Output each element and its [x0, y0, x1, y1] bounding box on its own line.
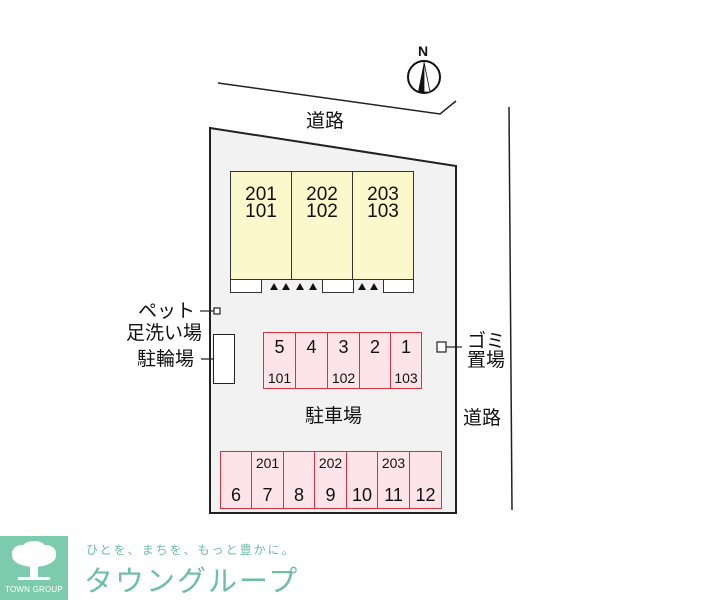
parking-room: 101	[267, 370, 292, 386]
logo-text: TOWN GROUP	[5, 585, 63, 594]
parking-lot-label: 駐車場	[305, 405, 363, 427]
parking-space: 2	[359, 332, 391, 389]
porch	[230, 279, 262, 293]
parking-space: 202 9	[314, 451, 347, 509]
parking-space: 203 11	[377, 451, 410, 509]
compass-label: N	[418, 43, 429, 59]
parking-number: 12	[415, 485, 436, 505]
parking-room: 202	[318, 455, 343, 471]
tree-icon	[12, 541, 56, 580]
unit-upper-room: 202	[306, 184, 338, 205]
garbage-marker	[436, 341, 447, 353]
entrance-arrows	[270, 283, 378, 290]
parking-number: 5	[274, 337, 285, 357]
parking-number: 3	[338, 337, 349, 357]
town-group-logo: TOWN GROUP	[0, 536, 68, 600]
porch	[383, 279, 414, 293]
parking-number: 7	[262, 485, 273, 505]
unit-lower-room: 102	[306, 201, 338, 222]
bicycle-parking-area	[213, 334, 235, 384]
east-road-label: 道路	[463, 407, 502, 429]
parking-space: 8	[283, 451, 315, 509]
garbage-label-1: ゴミ	[467, 330, 506, 352]
parking-space: 5 101	[263, 332, 296, 389]
north-road-label: 道路	[306, 110, 345, 132]
parking-room: 102	[331, 370, 356, 386]
parking-number: 11	[384, 485, 403, 505]
parking-number: 10	[351, 485, 373, 505]
compass-icon	[407, 60, 441, 94]
east-road-edge	[508, 106, 513, 511]
parking-space: 10	[346, 451, 378, 509]
garbage-label-2: 置場	[467, 349, 506, 371]
parking-space: 4	[295, 332, 328, 389]
parking-number: 2	[369, 337, 380, 357]
parking-number: 4	[306, 337, 317, 357]
porch	[322, 279, 354, 293]
unit-lower-room: 103	[367, 201, 399, 222]
parking-space: 1 103	[390, 332, 422, 389]
pet-wash-marker	[213, 307, 221, 315]
parking-number: 9	[325, 485, 336, 505]
brand-name: タウングループ	[84, 564, 300, 598]
parking-number: 1	[400, 337, 411, 357]
parking-room: 203	[381, 455, 406, 471]
parking-space: 6	[220, 451, 252, 509]
parking-number: 8	[293, 485, 304, 505]
building-unit-2: 202 102	[291, 171, 353, 280]
parking-number: 6	[230, 485, 241, 505]
slogan: ひとを、まちを、もっと豊かに。	[86, 543, 296, 557]
building-unit-3: 203 103	[352, 171, 414, 280]
building-unit-1: 201 101	[230, 171, 292, 280]
parking-room: 103	[394, 370, 418, 386]
parking-space: 201 7	[251, 451, 284, 509]
unit-upper-room: 203	[367, 184, 399, 205]
bicycle-parking-label: 駐輪場	[137, 348, 195, 370]
north-road-edge	[217, 82, 457, 115]
unit-upper-room: 201	[245, 184, 277, 205]
unit-lower-room: 101	[245, 201, 277, 222]
parking-space: 3 102	[327, 332, 360, 389]
parking-room: 201	[255, 455, 280, 471]
pet-wash-label-1: ペット	[138, 300, 196, 322]
pet-wash-label-2: 足洗い場	[126, 322, 203, 344]
parking-space: 12	[409, 451, 442, 509]
